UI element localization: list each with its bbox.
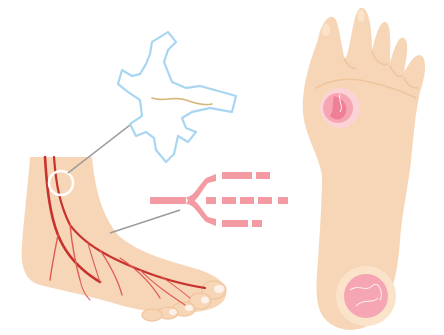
side-foot-shape xyxy=(22,157,227,313)
foot-sole xyxy=(303,8,425,330)
nerve-shape xyxy=(118,32,236,162)
blocked-vessel-callout xyxy=(150,172,288,227)
side-foot xyxy=(22,157,227,321)
ulcer-heel xyxy=(336,266,396,326)
nerve-cells-callout xyxy=(118,32,236,162)
vessel-dashes xyxy=(222,172,288,227)
ulcer-forefoot xyxy=(320,88,360,128)
